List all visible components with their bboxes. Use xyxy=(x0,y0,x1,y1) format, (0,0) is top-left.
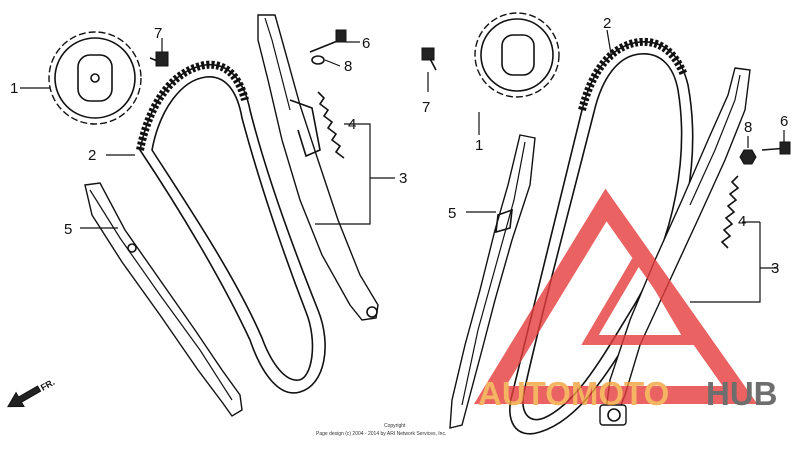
left-tensioner-spring[interactable] xyxy=(317,91,345,159)
left-tensioner-arm[interactable] xyxy=(257,14,379,321)
right-callout-7: 7 xyxy=(422,99,430,116)
left-callout-4: 4 xyxy=(348,116,356,133)
left-cam-sprocket[interactable] xyxy=(48,31,142,125)
left-cam-chain[interactable] xyxy=(136,60,326,394)
left-callout-2: 2 xyxy=(88,147,96,164)
right-cam-sprocket[interactable] xyxy=(474,12,560,98)
front-direction-label: FR. xyxy=(39,377,57,393)
left-callout-5: 5 xyxy=(64,221,72,238)
left-bolt[interactable] xyxy=(309,29,347,53)
right-small-bolt[interactable] xyxy=(421,47,437,71)
automotohub-watermark: AUTOMOTO HUB xyxy=(473,188,778,412)
right-callout-5: 5 xyxy=(448,205,456,222)
right-tensioner-spring[interactable] xyxy=(720,175,740,249)
right-callout-4: 4 xyxy=(738,213,746,230)
right-callout-1: 1 xyxy=(475,137,483,154)
front-direction-indicator: FR. xyxy=(7,377,57,408)
right-assembly: 1 2 3 4 5 6 7 8 xyxy=(421,12,791,435)
left-callout-7: 7 xyxy=(154,25,162,42)
right-callout-2: 2 xyxy=(603,15,611,32)
left-callout-8: 8 xyxy=(344,58,352,75)
right-tensioner-arm[interactable] xyxy=(599,67,751,426)
watermark-text-hub: HUB xyxy=(706,375,778,412)
left-small-bolt[interactable] xyxy=(149,51,169,67)
left-assembly: 1 2 3 4 5 6 7 8 xyxy=(10,14,407,417)
copyright-notice: Copyright Page design (c) 2004 - 2014 by… xyxy=(316,423,446,437)
copyright-line-2: Page design (c) 2004 - 2014 by ARI Netwo… xyxy=(316,431,446,437)
left-washer[interactable] xyxy=(311,55,325,65)
watermark-text-automoto: AUTOMOTO xyxy=(478,375,669,412)
left-chain-guide[interactable] xyxy=(84,182,243,417)
left-callout-3: 3 xyxy=(399,170,407,187)
left-callout-6: 6 xyxy=(362,35,370,52)
right-callout-6: 6 xyxy=(780,113,788,130)
front-arrow-icon xyxy=(7,385,42,408)
copyright-line-1: Copyright xyxy=(384,423,406,429)
watermark-triangle-logo xyxy=(473,188,758,404)
right-nut[interactable] xyxy=(739,149,757,165)
right-callout-3: 3 xyxy=(771,260,779,277)
right-bolt[interactable] xyxy=(761,141,791,155)
right-chain-guide[interactable] xyxy=(449,134,536,429)
left-callout-1: 1 xyxy=(10,80,18,97)
right-callout-8: 8 xyxy=(744,119,752,136)
